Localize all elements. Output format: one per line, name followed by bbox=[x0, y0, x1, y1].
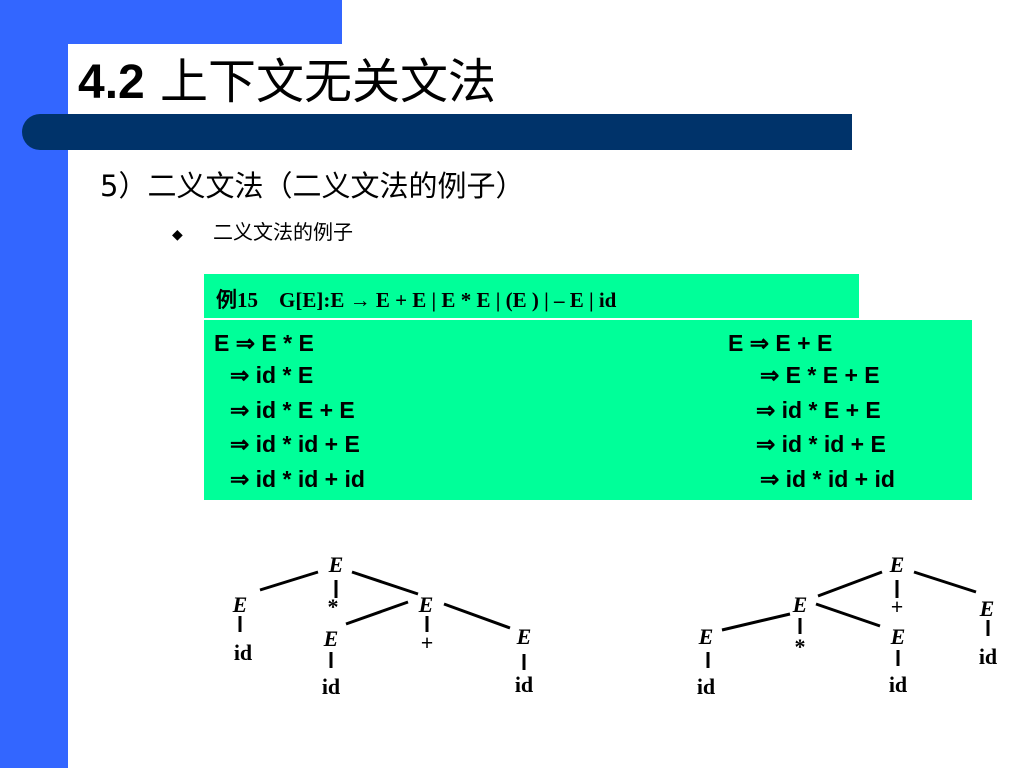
title-text: 上下文无关文法 bbox=[160, 54, 497, 110]
tree-node: E bbox=[698, 624, 714, 649]
tree-node: id bbox=[234, 640, 252, 665]
grammar-box: 例15 G[E]:E → E + E | E * E | (E ) | – E … bbox=[204, 274, 859, 318]
tree-node: id bbox=[322, 674, 340, 699]
left-tree-labels: E E * E id E + E id id bbox=[232, 552, 534, 699]
tree-node: E bbox=[323, 626, 339, 651]
title-background bbox=[68, 44, 368, 120]
left-derivation-step: ⇒ id * id + E bbox=[230, 431, 360, 457]
diamond-bullet-icon: ◆ bbox=[172, 227, 183, 243]
left-derivation-step: ⇒ id * E bbox=[230, 362, 314, 388]
tree-node: E bbox=[979, 596, 995, 621]
tree-node: E bbox=[890, 624, 906, 649]
top-blue-band bbox=[0, 0, 342, 44]
right-derivation-step: ⇒ id * id + id bbox=[760, 466, 895, 492]
left-derivation-step: ⇒ id * E + E bbox=[230, 397, 355, 423]
tree-node: id bbox=[889, 672, 907, 697]
tree-node: E bbox=[232, 592, 248, 617]
tree-node: E bbox=[889, 552, 905, 577]
title-underline-bar bbox=[22, 114, 852, 150]
tree-node: E bbox=[792, 592, 808, 617]
bullet-text: 二义文法的例子 bbox=[213, 220, 353, 244]
slide-title: 4.2 上下文无关文法 bbox=[78, 52, 496, 113]
tree-node: * bbox=[795, 634, 806, 659]
tree-node: E bbox=[516, 624, 532, 649]
section-subtitle: 5）二义文法（二义文法的例子） bbox=[100, 169, 525, 203]
title-number: 4.2 bbox=[78, 56, 145, 109]
tree-node: id bbox=[515, 672, 533, 697]
right-tree-labels: E E + E E * E id id id bbox=[697, 552, 997, 699]
tree-node: + bbox=[891, 594, 904, 619]
tree-node: E bbox=[418, 592, 434, 617]
left-derivation-step: ⇒ id * id + id bbox=[230, 466, 365, 492]
tree-node: * bbox=[328, 594, 339, 619]
tree-node: id bbox=[697, 674, 715, 699]
right-derivation-step: ⇒ id * id + E bbox=[756, 431, 886, 457]
tree-node: + bbox=[421, 630, 434, 655]
right-derivation-step: E ⇒ E + E bbox=[728, 330, 833, 356]
derivation-box: E ⇒ E * E ⇒ id * E ⇒ id * E + E ⇒ id * i… bbox=[204, 320, 972, 500]
grammar-rule: 例15 G[E]:E → E + E | E * E | (E ) | – E … bbox=[216, 288, 617, 312]
left-derivation-step: E ⇒ E * E bbox=[214, 330, 314, 356]
right-derivation-step: ⇒ E * E + E bbox=[760, 362, 880, 388]
right-parse-tree bbox=[706, 570, 990, 668]
left-parse-tree bbox=[238, 570, 526, 670]
tree-node: E bbox=[328, 552, 344, 577]
tree-node: id bbox=[979, 644, 997, 669]
right-derivation-step: ⇒ id * E + E bbox=[756, 397, 881, 423]
